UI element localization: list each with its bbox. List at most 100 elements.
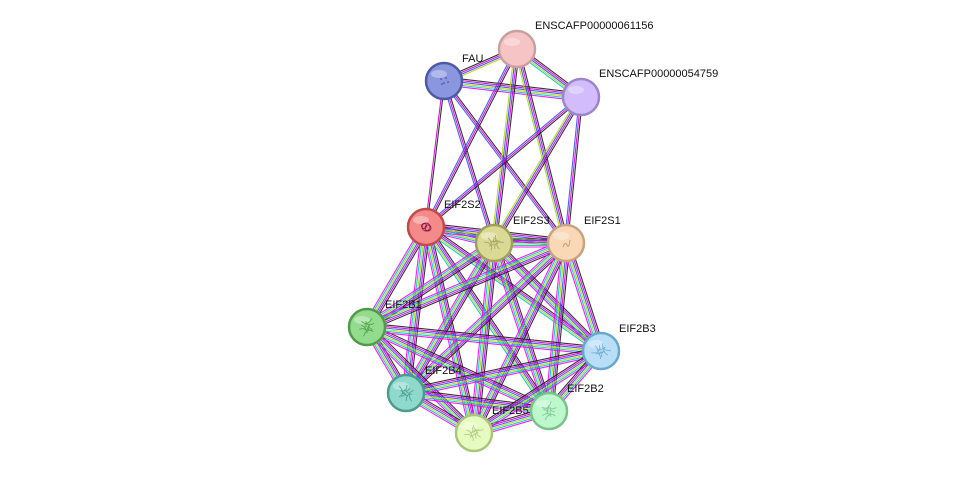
- edge-line: [367, 325, 550, 411]
- edge-line: [427, 223, 604, 349]
- node-label: EIF2B3: [619, 323, 656, 335]
- edge-line: [407, 244, 569, 396]
- node-highlight: [481, 232, 497, 240]
- node-label: ENSCAFP00000061156: [535, 20, 653, 32]
- edge-EIF2B1-EIF2B3[interactable]: [366, 322, 602, 356]
- edge-line: [444, 79, 582, 97]
- edge-line: [367, 326, 475, 433]
- edge-ENSCAFP00000061156-EIF2S2[interactable]: [424, 48, 519, 228]
- edge-ENSCAFP00000061156-EIF2S3[interactable]: [491, 48, 520, 244]
- node-circle[interactable]: [497, 29, 537, 69]
- edge-line: [441, 81, 493, 244]
- edge-line: [561, 244, 598, 353]
- node-eif2s1[interactable]: EIF2S1: [546, 215, 621, 263]
- node-highlight: [431, 70, 447, 78]
- node-eif2b1[interactable]: EIF2B1: [347, 299, 422, 347]
- node-highlight: [568, 86, 584, 94]
- edge-line: [514, 49, 565, 244]
- edge-line: [405, 396, 549, 416]
- edge-line: [569, 241, 606, 350]
- edge-line: [409, 227, 431, 394]
- edge-line: [406, 352, 602, 396]
- edge-EIF2S1-EIF2B4[interactable]: [402, 239, 570, 397]
- node-enscafp00000061156[interactable]: ENSCAFP00000061156: [497, 20, 653, 69]
- edge-line: [567, 97, 584, 244]
- edge-ENSCAFP00000054759-EIF2S2[interactable]: [424, 95, 583, 229]
- edge-line: [517, 48, 568, 243]
- edge-line: [563, 96, 580, 243]
- edge-ENSCAFP00000061156-EIF2S1[interactable]: [514, 48, 569, 244]
- protein-structure-icon: [591, 343, 612, 360]
- node-eif2s2[interactable]: EIF2S2: [406, 199, 481, 247]
- node-circle[interactable]: [529, 391, 569, 431]
- edge-line: [474, 351, 602, 435]
- edge-line: [368, 227, 429, 329]
- edge-line: [429, 225, 479, 433]
- edge-line: [402, 239, 564, 391]
- node-label: ENSCAFP00000054759: [599, 68, 718, 80]
- edge-line: [518, 48, 569, 243]
- edge-line: [368, 246, 568, 332]
- edge-line: [405, 346, 601, 390]
- edge-FAU-EIF2S3[interactable]: [441, 80, 497, 244]
- node-highlight: [536, 400, 552, 408]
- node-circle[interactable]: [581, 331, 621, 371]
- edge-line: [424, 227, 474, 434]
- node-eif2s3[interactable]: EIF2S3: [474, 215, 550, 263]
- node-circle[interactable]: [424, 61, 464, 101]
- edge-line: [550, 243, 569, 412]
- node-eif2b5[interactable]: EIF2B5: [454, 405, 529, 453]
- node-circle[interactable]: [454, 413, 494, 453]
- edge-line: [366, 327, 601, 353]
- node-fau[interactable]: FAU: [424, 53, 483, 101]
- node-circle[interactable]: [474, 223, 514, 263]
- edge-line: [367, 324, 551, 410]
- edge-line: [495, 97, 584, 245]
- edge-line: [471, 347, 600, 431]
- edge-line: [402, 240, 492, 392]
- edge-EIF2B4-EIF2B3[interactable]: [405, 346, 602, 398]
- edge-ENSCAFP00000054759-EIF2S3[interactable]: [491, 95, 584, 245]
- edge-line: [367, 324, 602, 350]
- edge-ENSCAFP00000054759-EIF2S1[interactable]: [563, 96, 584, 244]
- node-circle[interactable]: [561, 77, 601, 117]
- edge-line: [403, 241, 493, 393]
- edge-EIF2S2-EIF2B1[interactable]: [363, 224, 430, 330]
- node-highlight: [413, 216, 429, 224]
- edge-line: [495, 242, 552, 411]
- edge-line: [369, 323, 478, 431]
- node-label: EIF2S1: [584, 215, 621, 227]
- edge-line: [401, 226, 423, 393]
- edge-FAU-ENSCAFP00000054759[interactable]: [443, 76, 582, 102]
- protein-structure-icon: [541, 401, 557, 421]
- edge-line: [492, 48, 517, 243]
- node-highlight: [504, 38, 520, 46]
- edge-line: [496, 239, 605, 349]
- edge-line: [408, 245, 570, 397]
- edge-EIF2S1-EIF2B1[interactable]: [365, 238, 568, 332]
- node-circle[interactable]: [347, 307, 387, 347]
- node-label: FAU: [462, 53, 483, 65]
- node-eif2b4[interactable]: EIF2B4: [386, 365, 462, 413]
- node-eif2b3[interactable]: EIF2B3: [581, 323, 656, 371]
- protein-structure-icon: [464, 424, 484, 442]
- edge-line: [425, 48, 518, 228]
- protein-structure-icon: [359, 318, 375, 337]
- node-highlight: [588, 340, 604, 348]
- node-circle[interactable]: [546, 223, 586, 263]
- edge-line: [368, 324, 477, 432]
- edge-line: [424, 95, 581, 227]
- node-enscafp00000054759[interactable]: ENSCAFP00000054759: [561, 68, 718, 117]
- edge-line: [405, 348, 601, 392]
- edge-line: [443, 80, 567, 244]
- node-circle[interactable]: [386, 373, 426, 413]
- node-label: EIF2S2: [444, 199, 481, 211]
- edge-line: [495, 240, 604, 350]
- edge-line: [443, 81, 581, 99]
- node-eif2b2[interactable]: EIF2B2: [529, 383, 604, 431]
- edge-FAU-EIF2S2[interactable]: [424, 80, 446, 228]
- edge-line: [515, 49, 566, 244]
- edge-line: [444, 76, 582, 94]
- edge-line: [365, 240, 566, 326]
